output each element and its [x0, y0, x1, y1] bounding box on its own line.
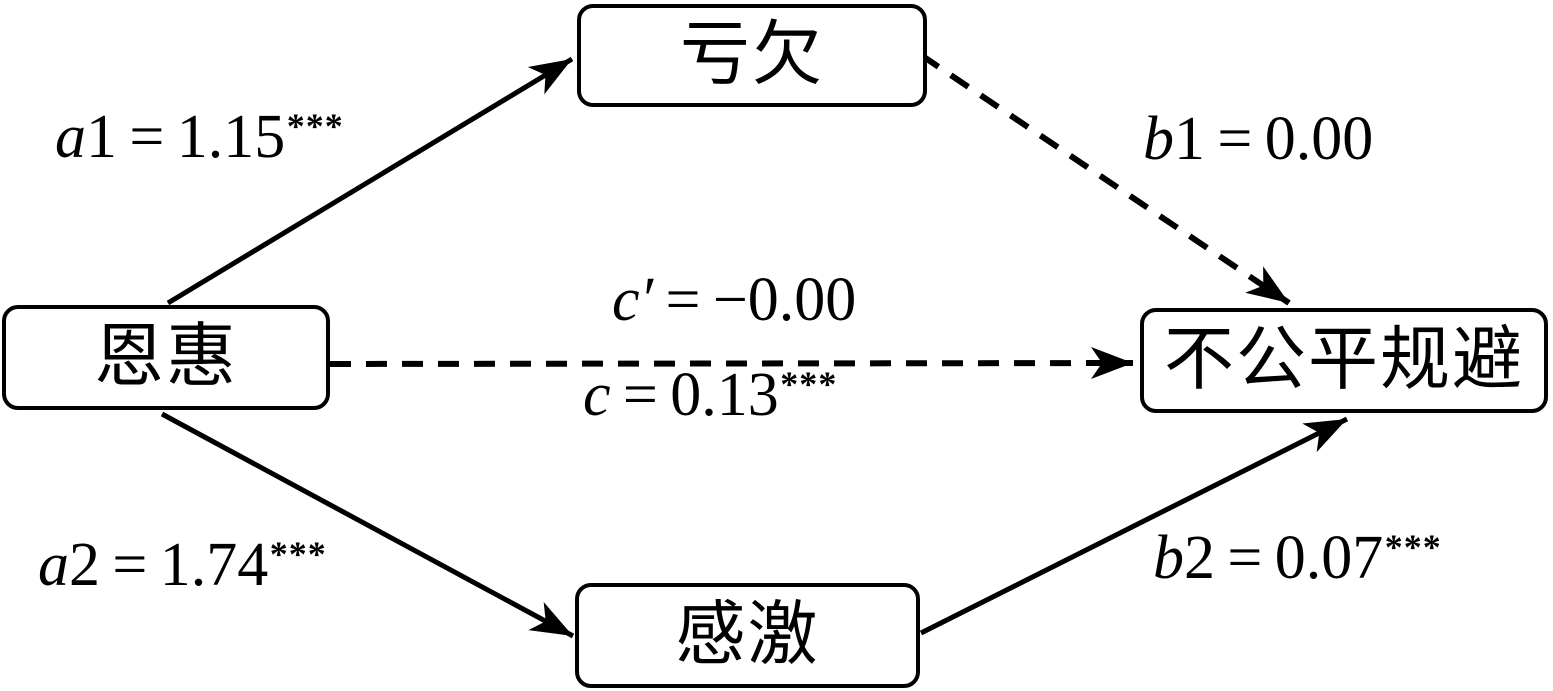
coefficient-letter: b: [1153, 524, 1184, 592]
indebtedness-label: 亏欠: [680, 16, 824, 94]
equals-sign: =: [1227, 524, 1263, 592]
equals-sign: =: [622, 361, 658, 429]
coefficient-value: −0.00: [712, 266, 857, 334]
coefficient-index: 1: [86, 103, 117, 171]
arrow-cprime-favor-to-outcome: [329, 347, 1134, 380]
indebtedness-box: 亏欠: [577, 4, 927, 107]
coefficient-index: 1: [1174, 105, 1205, 173]
coefficient-index: 2: [1184, 524, 1215, 592]
gratitude-box: 感激: [575, 583, 920, 688]
equals-sign: =: [665, 266, 701, 334]
coefficient-letter: c: [583, 361, 611, 429]
arrow-b2-gratitude-to-outcome: [919, 416, 1349, 636]
coefficient-value: 0.07: [1274, 524, 1384, 592]
inequity-aversion-label: 不公平规避: [1164, 321, 1524, 399]
coefficient-letter: a: [55, 103, 86, 171]
favor-box: 恩惠: [2, 305, 330, 410]
significance-stars: ***: [1384, 527, 1442, 568]
coefficient-value: 0.13: [670, 361, 779, 429]
equals-sign: =: [1217, 105, 1253, 173]
significance-stars: ***: [780, 364, 838, 405]
coefficient-letter: b: [1143, 105, 1174, 173]
path-coefficient-c-prime: c′ = −0.00: [612, 269, 858, 331]
coefficient-letter: a: [38, 531, 69, 599]
coefficient-letter: c′: [612, 266, 654, 334]
gratitude-label: 感激: [675, 596, 820, 674]
inequity-aversion-box: 不公平规避: [1140, 308, 1548, 413]
arrow-a2-favor-to-gratitude: [160, 411, 575, 639]
significance-stars: ***: [286, 106, 344, 147]
arrow-a1-favor-to-indebtedness: [166, 56, 574, 306]
arrow-b1-indebtedness-to-outcome: [919, 52, 1291, 306]
coefficient-index: 2: [69, 531, 100, 599]
equals-sign: =: [129, 103, 165, 171]
significance-stars: ***: [269, 534, 327, 575]
favor-label: 恩惠: [94, 318, 238, 396]
path-coefficient-c-total: c = 0.13 ***: [583, 364, 837, 426]
coefficient-value: 0.00: [1264, 105, 1374, 173]
equals-sign: =: [112, 531, 148, 599]
coefficient-value: 1.74: [159, 531, 269, 599]
coefficient-value: 1.15: [176, 103, 286, 171]
